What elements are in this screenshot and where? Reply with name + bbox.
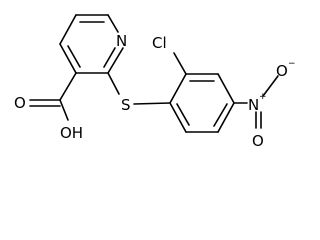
atom-hydroxyl: OH <box>60 124 83 142</box>
bond-c2-s <box>107 72 120 95</box>
bond-nnitro-o-right <box>262 75 279 97</box>
bond-c4p-c5p <box>217 102 235 133</box>
atom-nitro-o-bottom: O <box>252 132 264 150</box>
atom-chlorine: Cl <box>152 34 167 52</box>
bond-c6p-c1p <box>169 102 187 133</box>
atom-nitro-n: N <box>248 96 259 114</box>
atom-carbonyl-o: O <box>14 94 26 112</box>
bond-s-c1prime <box>133 102 171 105</box>
bond-c6p-c1p-inner <box>176 103 190 126</box>
atom-nitro-o-right: O <box>276 62 288 80</box>
bond-c6-n1 <box>107 14 119 33</box>
pyridine-ring <box>59 14 124 74</box>
atom-pyridine-n: N <box>116 32 127 50</box>
atom-sulfur: S <box>121 96 131 114</box>
bond-c3-c4-inner <box>67 45 81 68</box>
charge-nitro-n: + <box>259 92 267 102</box>
bond-c2p-cl <box>173 52 187 75</box>
charge-nitro-o-right: − <box>288 59 296 69</box>
bond-c4p-c5p-inner <box>213 103 228 127</box>
chloronitrophenyl-ring <box>169 73 235 133</box>
bond-ccooh-oh <box>59 99 69 121</box>
molecule-structure: N Cl S N + O − O OH O <box>14 14 296 150</box>
bond-n1-c2 <box>107 47 124 74</box>
bond-c3-c4 <box>59 43 77 74</box>
bond-c3p-c4p <box>217 73 235 104</box>
thioether-linkage <box>107 72 171 105</box>
nitro-group <box>233 75 279 129</box>
bond-c2-n1-inner <box>103 47 116 68</box>
carboxylic-acid-group <box>29 72 77 121</box>
bond-c3-ccooh <box>59 72 77 101</box>
structure-canvas: N Cl S N + O − O OH O <box>14 14 296 150</box>
bond-c1p-c2p <box>169 73 187 104</box>
bond-c4-c5 <box>59 14 77 45</box>
